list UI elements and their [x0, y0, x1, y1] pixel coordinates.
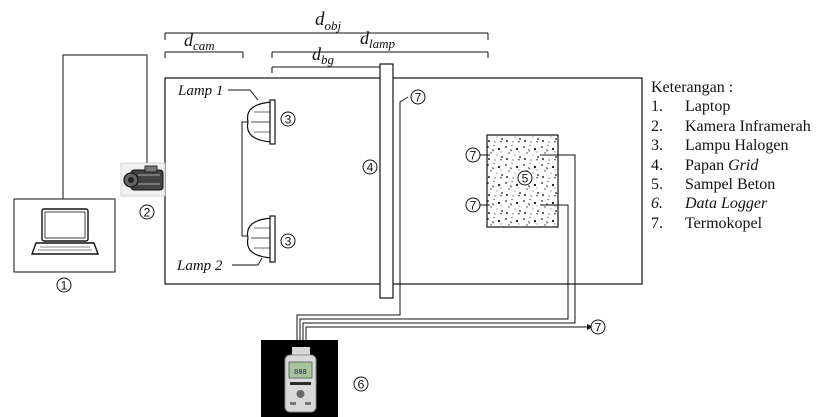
- legend-item-text: Sampel Beton: [685, 175, 823, 194]
- legend-title: Keterangan :: [651, 78, 823, 97]
- marker-7-spare: 7: [595, 321, 602, 335]
- dimension-d-obj: dobj: [165, 9, 488, 40]
- legend-item-label: Sampel Beton: [685, 176, 775, 193]
- halogen-lamp-1-icon: [248, 100, 276, 144]
- dimension-d-cam: dcam: [165, 30, 243, 58]
- legend-item-label: Papan: [685, 157, 728, 174]
- legend-item: 2.Kamera Inframerah: [651, 117, 823, 136]
- test-chamber: [165, 78, 642, 284]
- legend-item-text: Lampu Halogen: [685, 136, 823, 155]
- legend-item-label: Data Logger: [685, 195, 767, 212]
- svg-text:dobj: dobj: [315, 9, 342, 33]
- marker-3-lamp-1: 3: [285, 113, 292, 127]
- legend-item-label: Termokopel: [685, 215, 762, 232]
- legend-item-label: Lampu Halogen: [685, 137, 789, 154]
- marker-7-sample-bottom: 7: [470, 199, 477, 213]
- legend-item-number: 1.: [651, 97, 685, 116]
- svg-text:dlamp: dlamp: [360, 28, 396, 51]
- legend-item-number: 6.: [651, 194, 685, 213]
- d-bg-sub: bg: [321, 52, 335, 67]
- d-obj-main: d: [315, 9, 325, 30]
- svg-text:dbg: dbg: [312, 44, 335, 67]
- infrared-camera-icon: [121, 163, 165, 196]
- marker-7-sample-top: 7: [470, 149, 477, 163]
- legend-item-label: Kamera Inframerah: [685, 118, 811, 135]
- legend-item-number: 4.: [651, 156, 685, 175]
- lamp-1-label: Lamp 1: [177, 83, 223, 99]
- legend-item: 5.Sampel Beton: [651, 175, 823, 194]
- legend-item-text: Laptop: [685, 97, 823, 116]
- legend-item: 1.Laptop: [651, 97, 823, 116]
- marker-7-board: 7: [415, 91, 422, 105]
- legend-item-label: Laptop: [685, 98, 730, 115]
- legend-item-number: 3.: [651, 136, 685, 155]
- laptop-icon: [14, 199, 115, 272]
- legend-item: 3.Lampu Halogen: [651, 136, 823, 155]
- legend-item: 4.Papan Grid: [651, 156, 823, 175]
- data-logger-icon: 088: [261, 340, 338, 417]
- marker-1-laptop: 1: [61, 279, 68, 293]
- grid-board: [380, 64, 393, 298]
- lamp-connector: [242, 122, 255, 236]
- d-lamp-sub: lamp: [369, 36, 396, 51]
- legend-item-text: Data Logger: [685, 194, 823, 213]
- logger-reading: 088: [294, 368, 307, 376]
- marker-4-grid: 4: [367, 161, 374, 175]
- marker-6-logger: 6: [358, 378, 365, 392]
- legend-item: 6.Data Logger: [651, 194, 823, 213]
- legend-item-emphasis: Grid: [728, 157, 758, 174]
- dimension-d-bg: dbg: [272, 44, 380, 73]
- marker-3-lamp-2: 3: [285, 235, 292, 249]
- legend-item-text: Papan Grid: [685, 156, 823, 175]
- legend-item-number: 7.: [651, 214, 685, 233]
- d-cam-sub: cam: [193, 38, 215, 53]
- lamp-2-label: Lamp 2: [176, 258, 223, 274]
- legend-item-number: 5.: [651, 175, 685, 194]
- legend-item-text: Termokopel: [685, 214, 823, 233]
- legend-item-text: Kamera Inframerah: [685, 117, 823, 136]
- legend-item: 7.Termokopel: [651, 214, 823, 233]
- halogen-lamp-2-icon: [248, 216, 276, 262]
- marker-2-camera: 2: [144, 206, 151, 220]
- legend-item-number: 2.: [651, 117, 685, 136]
- d-obj-sub: obj: [325, 18, 342, 33]
- marker-5-sample: 5: [522, 172, 529, 186]
